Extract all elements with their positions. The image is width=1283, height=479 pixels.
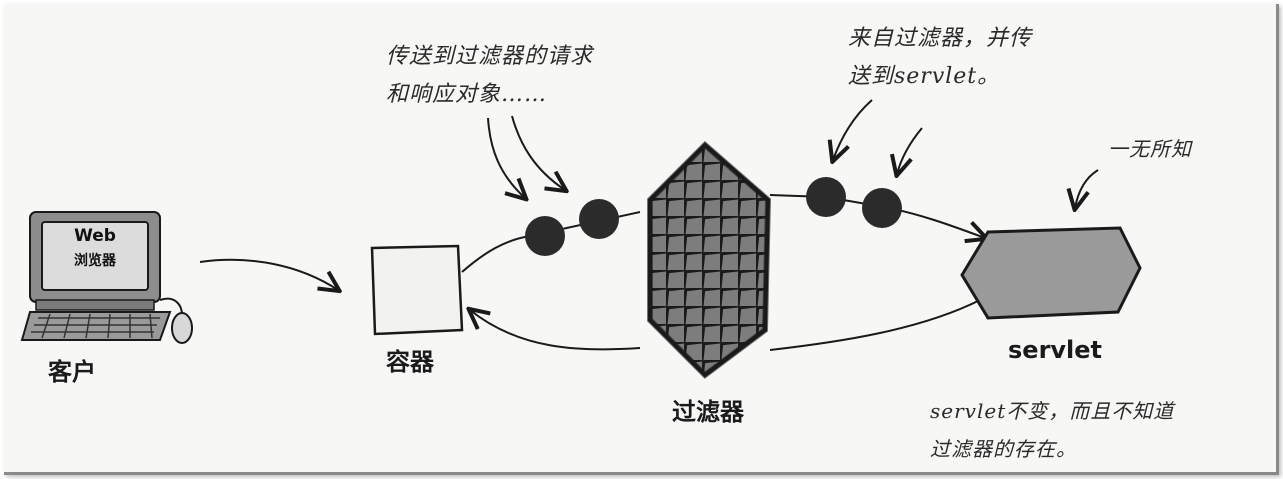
client-to-container-arrow [199, 258, 338, 290]
filtered-request-ball [806, 177, 846, 217]
container-label: 容器 [386, 348, 434, 376]
client-label: 客户 [48, 358, 96, 386]
client-computer-icon [20, 211, 193, 344]
response-object-ball [579, 199, 619, 239]
response-path-arrow [470, 310, 641, 351]
filtered-response-ball [862, 188, 902, 228]
annotation-arrow-right-2 [897, 127, 923, 174]
container-box [370, 244, 464, 336]
filter-icon [647, 140, 772, 379]
annotation-arrow-left-2 [511, 115, 565, 190]
client-screen-title: Web [74, 226, 116, 246]
annotation-arrow-left-1 [487, 117, 525, 198]
servlet-return-line [769, 299, 981, 351]
to-filter-annotation: 传送到过滤器的请求 和响应对象…… [386, 44, 594, 107]
servlet-shape [960, 226, 1142, 320]
unaware-annotation: 一无所知 [1108, 137, 1192, 161]
request-object-ball [525, 216, 565, 256]
client-screen-subtitle: 浏览器 [74, 253, 116, 269]
annotation-arrow-right-1 [833, 99, 873, 160]
filter-label: 过滤器 [672, 398, 744, 426]
servlet-label: servlet [1008, 336, 1103, 364]
from-filter-annotation: 来自过滤器，并传 送到servlet。 [848, 26, 1033, 89]
unaware-arrow [1075, 169, 1099, 208]
servlet-note-annotation: servlet不变，而且不知道 过滤器的存在。 [930, 399, 1175, 461]
